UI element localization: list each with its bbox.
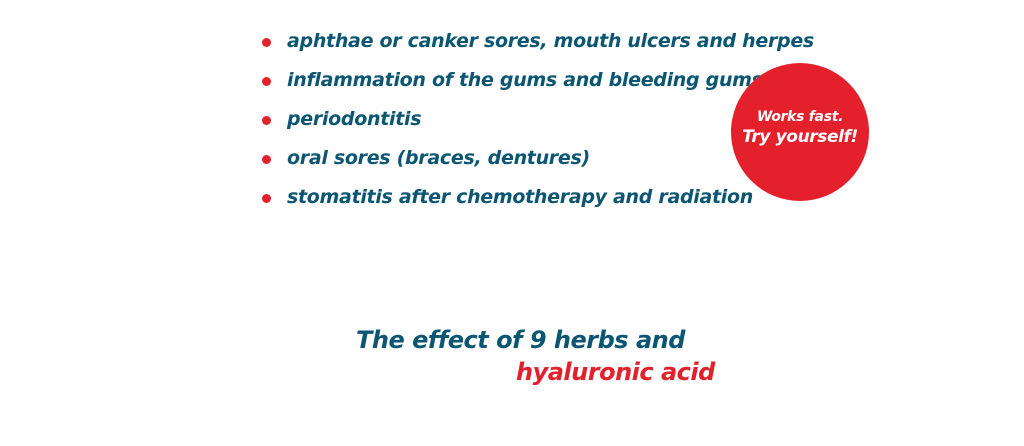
bullet-dot-icon bbox=[262, 77, 271, 86]
symptom-text: stomatitis after chemotherapy and radiat… bbox=[287, 186, 753, 208]
bullet-dot-icon bbox=[262, 116, 271, 125]
promo-badge: Works fast. Try yourself! bbox=[731, 63, 869, 201]
list-item: inflammation of the gums and bleeding gu… bbox=[258, 61, 814, 100]
list-item: aphthae or canker sores, mouth ulcers an… bbox=[258, 22, 814, 61]
bullet-dot-icon bbox=[262, 38, 271, 47]
symptom-text: oral sores (braces, dentures) bbox=[287, 147, 590, 169]
symptom-list: aphthae or canker sores, mouth ulcers an… bbox=[258, 22, 814, 217]
list-item: oral sores (braces, dentures) bbox=[258, 139, 814, 178]
bullet-dot-icon bbox=[262, 194, 271, 203]
bullet-dot-icon bbox=[262, 155, 271, 164]
badge-line-works-fast: Works fast. bbox=[756, 109, 844, 125]
list-item: stomatitis after chemotherapy and radiat… bbox=[258, 178, 814, 217]
tagline-herbs: The effect of 9 herbs and bbox=[356, 326, 685, 354]
symptom-text: periodontitis bbox=[287, 108, 422, 130]
badge-line-try-yourself: Try yourself! bbox=[742, 127, 858, 147]
symptom-text: inflammation of the gums and bleeding gu… bbox=[287, 69, 763, 91]
list-item: periodontitis bbox=[258, 100, 814, 139]
tagline-hyaluronic-acid: hyaluronic acid bbox=[516, 358, 715, 386]
symptom-text: aphthae or canker sores, mouth ulcers an… bbox=[287, 30, 814, 52]
